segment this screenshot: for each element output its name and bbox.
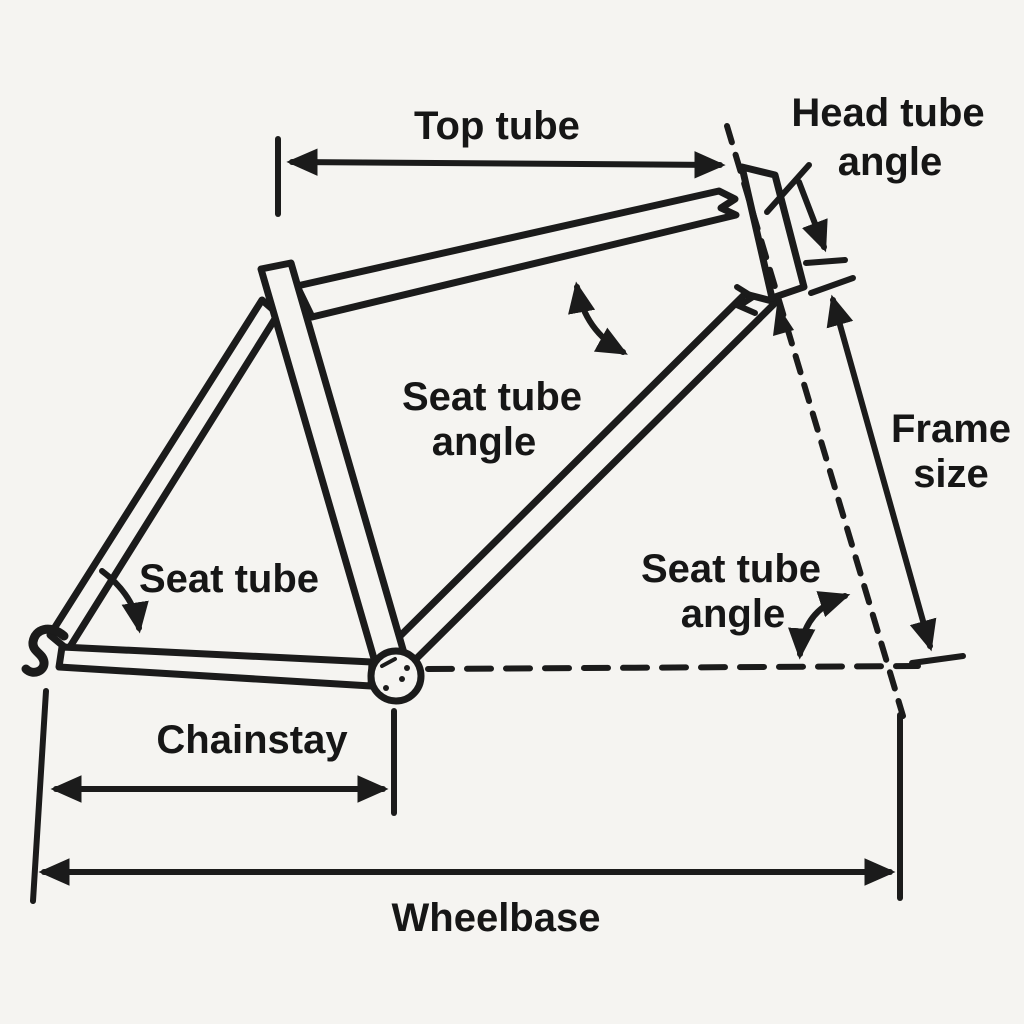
head-tube-top-tick xyxy=(764,162,812,215)
label-frame-size-line1: Frame xyxy=(891,407,1011,451)
chainstay-tube xyxy=(55,643,376,690)
bottom-bracket-scribble xyxy=(380,657,397,668)
frame-size-top-tick xyxy=(808,275,856,296)
top-tube-dimension-arrow xyxy=(286,148,726,179)
label-seat-tube-angle-bottom-line1: Seat tube xyxy=(641,547,821,591)
steering-axis-arrowhead xyxy=(773,304,794,336)
bb-dot-2 xyxy=(399,676,405,682)
label-seat-tube-angle-middle-line1: Seat tube xyxy=(402,375,582,419)
seat-tube-angle-arc-middle xyxy=(568,281,628,355)
label-chainstay: Chainstay xyxy=(156,718,348,762)
seat-tube-pointer-arc xyxy=(99,568,149,634)
head-tube-bottom-tick xyxy=(803,257,848,266)
dimension-lines xyxy=(30,136,966,904)
label-head-tube-angle-line1: Head tube xyxy=(791,91,984,135)
frame-size-dimension-arrow xyxy=(826,294,937,652)
label-top-tube: Top tube xyxy=(414,104,580,148)
frame-outline xyxy=(21,163,808,705)
label-head-tube-angle-line2: angle xyxy=(838,140,942,184)
labels: Top tube Head tube angle Seat tube angle… xyxy=(139,91,1011,940)
top-tube xyxy=(293,187,740,321)
label-seat-tube-angle-middle-line2: angle xyxy=(432,420,536,464)
seat-tube-angle-arc-bottom xyxy=(788,591,851,660)
frame-size-bottom-tick xyxy=(909,653,966,666)
head-tube-dimension-arrow xyxy=(796,179,828,253)
label-seat-tube: Seat tube xyxy=(139,557,319,601)
bb-dot-1 xyxy=(404,665,410,671)
label-seat-tube-angle-bottom-line2: angle xyxy=(681,592,785,636)
bb-dot-3 xyxy=(383,685,389,691)
chainstay-wheelbase-left-tick xyxy=(30,688,49,904)
rear-dropout-hook xyxy=(21,624,69,677)
seat-tube xyxy=(257,259,408,666)
label-frame-size-line2: size xyxy=(913,452,989,496)
head-tube-joint-squiggle xyxy=(732,284,759,316)
head-tube xyxy=(738,163,808,302)
label-wheelbase: Wheelbase xyxy=(392,896,601,940)
bb-ground-dashed-line xyxy=(425,663,921,672)
